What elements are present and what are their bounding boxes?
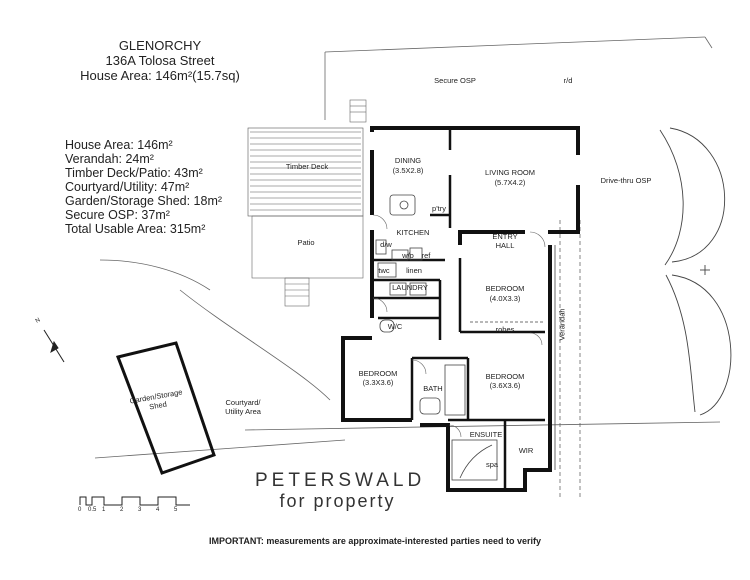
- area-verandah: Verandah: 24m²: [65, 152, 154, 166]
- interior-walls: [372, 128, 545, 490]
- scale-label: 3: [138, 507, 142, 513]
- label-dining: DINING: [394, 156, 422, 165]
- house-area-header: House Area: 146m²(15.7sq): [80, 68, 240, 83]
- label-twc: twc: [378, 266, 390, 275]
- area-shed: Garden/Storage Shed: 18m²: [65, 194, 223, 208]
- area-house: House Area: 146m²: [65, 138, 173, 152]
- label-ref: ref: [421, 251, 431, 260]
- label-living: LIVING ROOM: [484, 168, 535, 177]
- disclaimer: IMPORTANT: measurements are approximate-…: [209, 536, 541, 546]
- garden-shed-outline: [115, 341, 216, 475]
- label-laundry: LAUNDRY: [392, 283, 428, 292]
- label-courtyard: Courtyard/: [225, 398, 261, 407]
- label-drive-thru: Drive-thru OSP: [600, 176, 652, 185]
- label-bath: BATH: [423, 384, 443, 393]
- area-osp: Secure OSP: 37m²: [65, 208, 170, 222]
- label-spa: spa: [485, 460, 499, 469]
- label-wir: WIR: [518, 446, 534, 455]
- label-linen: linen: [406, 266, 422, 275]
- label-dining-size: (3.5X2.8): [392, 166, 424, 175]
- label-living-size: (5.7X4.2): [494, 178, 526, 187]
- label-hall: HALL: [495, 241, 515, 250]
- label-bedroom3-size: (3.6X3.6): [489, 381, 521, 390]
- scale-label: 1: [102, 507, 106, 513]
- area-total: Total Usable Area: 315m²: [65, 222, 206, 236]
- label-bedroom2: BEDROOM: [358, 369, 398, 378]
- label-kitchen: KITCHEN: [396, 228, 430, 237]
- area-deck: Timber Deck/Patio: 43m²: [65, 166, 203, 180]
- label-bedroom3: BEDROOM: [485, 372, 525, 381]
- doors: [372, 214, 546, 438]
- label-bedroom1: BEDROOM: [485, 284, 525, 293]
- brand-tagline: for property: [279, 491, 396, 511]
- address: 136A Tolosa Street: [105, 53, 215, 68]
- label-bedroom1-size: (4.0X3.3): [489, 294, 521, 303]
- scale-bar: [79, 496, 190, 506]
- steps: [284, 99, 367, 307]
- label-verandah: Verandah: [557, 308, 567, 341]
- label-entry: ENTRY: [492, 232, 518, 241]
- scale-label: 0.5: [88, 507, 97, 513]
- timber-deck: [247, 127, 364, 279]
- area-courtyard: Courtyard/Utility: 47m²: [65, 180, 190, 194]
- drive-thru: [659, 127, 732, 416]
- scale-label: 5: [174, 507, 178, 513]
- label-timber-deck: Timber Deck: [285, 162, 329, 171]
- label-patio: Patio: [297, 238, 315, 247]
- label-bedroom2-size: (3.3X3.6): [362, 378, 394, 387]
- brand-logo: PETERSWALD: [255, 470, 426, 491]
- fixtures: [375, 194, 498, 481]
- label-wc: W/C: [387, 322, 403, 331]
- label-dw: d/w: [380, 240, 392, 249]
- scale-label: 4: [156, 507, 160, 513]
- label-secure-osp: Secure OSP: [434, 76, 476, 85]
- label-robes: robes: [495, 325, 515, 334]
- north-arrow-icon: [43, 329, 65, 363]
- suburb-title: GLENORCHY: [118, 38, 202, 53]
- scale-label: 2: [120, 507, 124, 513]
- label-courtyard-2: Utility Area: [225, 407, 261, 416]
- scale-label: 0: [78, 507, 82, 513]
- label-rd: r/d: [563, 76, 573, 85]
- exterior-walls: [341, 126, 580, 492]
- label-wo: w/o: [402, 251, 414, 260]
- label-pantry: p'try: [432, 204, 446, 213]
- site-boundary: [94, 36, 721, 500]
- label-ensuite: ENSUITE: [469, 430, 503, 439]
